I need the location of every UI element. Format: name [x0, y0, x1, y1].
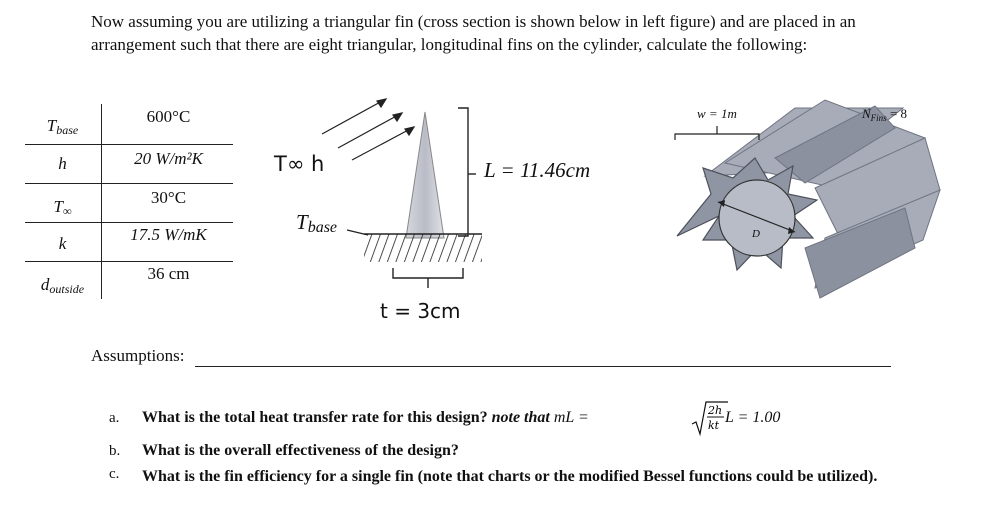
base-wall-hatch	[364, 234, 482, 262]
svg-text:2h: 2h	[707, 404, 722, 417]
table-row: T∞ 30°C	[25, 183, 235, 223]
question-number: a.	[109, 410, 120, 426]
table-rule	[25, 144, 233, 145]
width-label: w = 1m	[697, 106, 737, 121]
property-value: 30°C	[150, 188, 187, 207]
table-rule	[25, 261, 233, 262]
table-rule	[25, 222, 233, 223]
table-divider	[101, 104, 102, 299]
length-label: L = 11.46cm	[484, 158, 591, 182]
t-inf-h-label: T∞ h	[274, 152, 325, 176]
length-bracket	[458, 107, 469, 237]
intro-paragraph: Now assuming you are utilizing a triangu…	[91, 12, 856, 54]
question-b: What is the overall effectiveness of the…	[142, 442, 459, 459]
fin-count-label: NFins = 8	[862, 106, 908, 123]
convection-arrows-icon	[321, 98, 416, 161]
property-symbol: T∞	[53, 197, 72, 218]
assumptions-label: Assumptions:	[91, 346, 185, 365]
property-value: 20 W/m²K	[134, 149, 203, 168]
table-row: doutside 36 cm	[25, 261, 235, 301]
property-value: 600°C	[146, 107, 191, 126]
property-value: 36 cm	[147, 264, 190, 283]
fin-diagram	[321, 98, 482, 288]
finned-cylinder-illustration	[655, 98, 945, 328]
property-value: 17.5 W/mK	[130, 225, 207, 244]
table-row: Tbase 600°C	[25, 104, 235, 144]
property-symbol: Tbase	[46, 116, 79, 137]
property-symbol: k	[58, 234, 67, 253]
sqrt-2h-over-kt: 2h kt	[691, 401, 728, 437]
thickness-label: t = 3cm	[380, 299, 461, 323]
property-symbol: doutside	[40, 275, 85, 296]
table-rule	[25, 183, 233, 184]
property-symbol: h	[58, 154, 67, 173]
question-a-result: L = 1.00	[725, 409, 781, 426]
table-row: h 20 W/m²K	[25, 144, 235, 184]
question-number: b.	[109, 443, 121, 459]
table-row: k 17.5 W/mK	[25, 222, 235, 262]
svg-text:kt: kt	[708, 419, 720, 432]
thickness-bracket	[392, 268, 464, 279]
cylinder-bore	[718, 179, 796, 257]
diameter-line	[717, 201, 796, 233]
question-c: What is the fin efficiency for a single …	[142, 468, 878, 485]
assumptions-underline	[195, 366, 891, 367]
question-number: c.	[109, 466, 120, 482]
t-base-label: Tbase	[296, 210, 338, 236]
question-a: What is the total heat transfer rate for…	[142, 409, 589, 426]
diameter-label: D	[752, 228, 760, 240]
